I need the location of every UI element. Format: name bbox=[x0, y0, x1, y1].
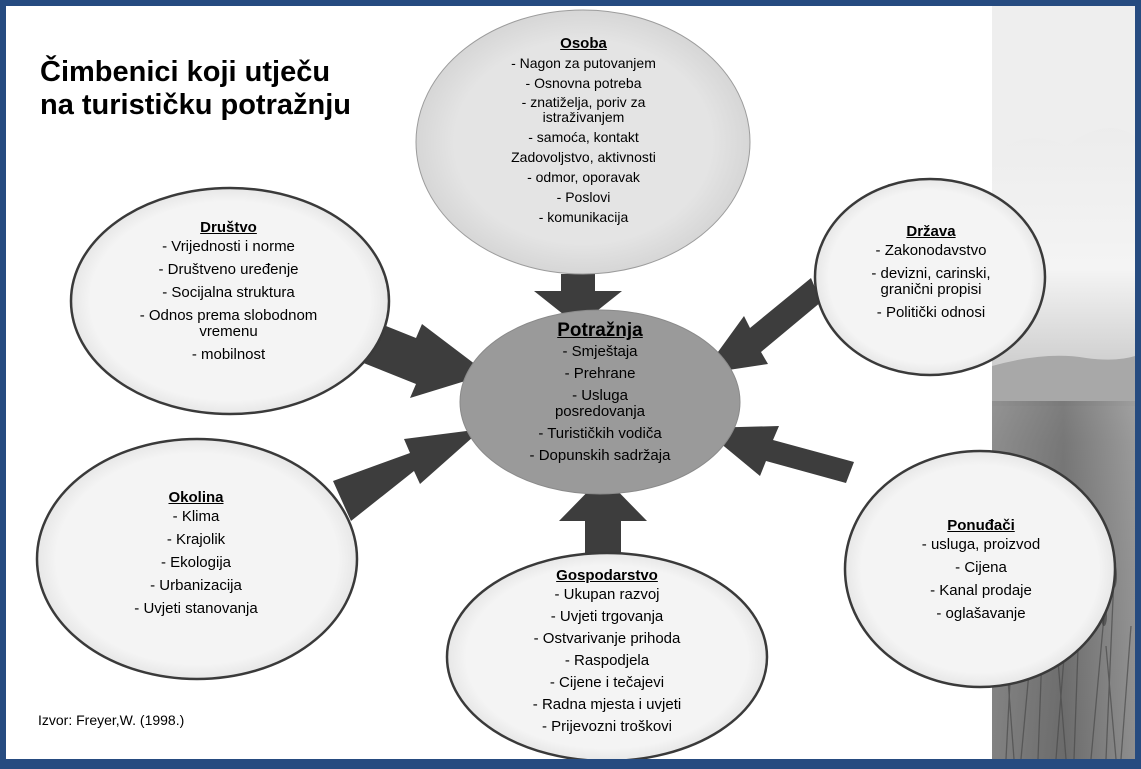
list-item: - Nagon za putovanjem bbox=[511, 55, 656, 71]
list-item: - Krajolik bbox=[166, 531, 226, 548]
list-item: - Osnovna potreba bbox=[525, 75, 642, 91]
arrow-from-osoba bbox=[534, 274, 622, 326]
list-item: - Klima bbox=[172, 508, 220, 525]
node-ponudaci: Ponuđači - usluga, proizvod - Cijena - K… bbox=[901, 516, 1061, 629]
diagram-graphics bbox=[35, 6, 1135, 759]
node-heading: Društvo bbox=[200, 219, 257, 236]
arrow-from-gospodarstvo bbox=[559, 476, 647, 572]
list-item: - Zakonodavstvo bbox=[875, 242, 987, 259]
list-item: - Radna mjesta i uvjeti bbox=[532, 696, 682, 713]
node-heading: Okolina bbox=[168, 489, 224, 506]
list-item: - Cijene i tečajevi bbox=[549, 674, 665, 691]
ellipse-gospodarstvo bbox=[445, 551, 769, 759]
list-item: - Društveno uređenje bbox=[158, 261, 299, 278]
list-item: - Urbanizacija bbox=[150, 577, 242, 594]
list-item: - Smještaja bbox=[562, 343, 638, 360]
node-potraznja: Potražnja - Smještaja - Prehrane - Uslug… bbox=[500, 320, 700, 470]
node-drustvo: Društvo - Vrijednosti i norme - Društven… bbox=[116, 218, 341, 370]
list-item: - Vrijednosti i norme bbox=[162, 238, 295, 255]
arrow-from-okolina bbox=[333, 429, 482, 521]
node-heading: Potražnja bbox=[557, 320, 643, 341]
arrow-from-drzava bbox=[702, 278, 821, 374]
list-item: - mobilnost bbox=[191, 346, 266, 363]
arrow-from-ponudaci bbox=[702, 426, 854, 483]
list-item: - znatiželja, poriv za istraživanjem bbox=[521, 94, 646, 125]
list-item: - Cijena bbox=[955, 559, 1007, 576]
ellipse-potraznja bbox=[459, 309, 741, 495]
list-item: - Usluga posredovanja bbox=[554, 387, 646, 420]
ellipse-drzava bbox=[813, 177, 1047, 377]
page-title: Čimbenici koji utječu na turističku potr… bbox=[40, 56, 351, 121]
list-item: - devizni, carinski, granični propisi bbox=[871, 265, 991, 298]
node-drzava: Država - Zakonodavstvo - devizni, carins… bbox=[846, 222, 1016, 328]
node-heading: Država bbox=[906, 223, 956, 240]
list-item: - Poslovi bbox=[556, 189, 611, 205]
list-item: - oglašavanje bbox=[936, 605, 1026, 622]
list-item: - Uvjeti stanovanja bbox=[134, 600, 258, 617]
list-item: - samoća, kontakt bbox=[528, 129, 639, 145]
node-heading: Ponuđači bbox=[947, 517, 1015, 534]
list-item: - Uvjeti trgovanja bbox=[550, 608, 664, 625]
list-item: - Politički odnosi bbox=[876, 304, 986, 321]
slide: Čimbenici koji utječu na turističku potr… bbox=[6, 6, 1135, 759]
list-item: - komunikacija bbox=[538, 209, 629, 225]
ellipses bbox=[35, 9, 1117, 759]
ellipse-drustvo bbox=[69, 186, 391, 416]
ellipse-ponudaci bbox=[843, 449, 1117, 689]
arrows bbox=[333, 274, 854, 572]
list-item: - Prehrane bbox=[564, 365, 636, 382]
source-citation: Izvor: Freyer,W. (1998.) bbox=[38, 712, 185, 728]
list-item: - Prijevozni troškovi bbox=[541, 718, 673, 735]
ellipse-osoba bbox=[415, 9, 751, 275]
node-gospodarstvo: Gospodarstvo - Ukupan razvoj - Uvjeti tr… bbox=[496, 566, 718, 741]
list-item: - Ukupan razvoj bbox=[554, 586, 660, 603]
list-item: Zadovoljstvo, aktivnosti bbox=[511, 149, 656, 165]
node-heading: Gospodarstvo bbox=[556, 567, 658, 584]
list-item: - Raspodjela bbox=[564, 652, 650, 669]
list-item: - odmor, oporavak bbox=[527, 169, 640, 185]
list-item: - usluga, proizvod bbox=[921, 536, 1041, 553]
list-item: - Turističkih vodiča bbox=[538, 425, 662, 442]
list-item: - Odnos prema slobodnom vremenu bbox=[139, 307, 318, 340]
list-item: - Dopunskih sadržaja bbox=[529, 447, 671, 464]
list-item: - Socijalna struktura bbox=[162, 284, 295, 301]
ellipse-okolina bbox=[35, 437, 359, 681]
node-heading: Osoba bbox=[560, 35, 607, 52]
node-okolina: Okolina - Klima - Krajolik - Ekologija -… bbox=[96, 488, 296, 624]
list-item: - Kanal prodaje bbox=[930, 582, 1032, 599]
node-osoba: Osoba - Nagon za putovanjem - Osnovna po… bbox=[421, 34, 746, 229]
list-item: - Ostvarivanje prihoda bbox=[533, 630, 681, 647]
list-item: - Ekologija bbox=[160, 554, 232, 571]
